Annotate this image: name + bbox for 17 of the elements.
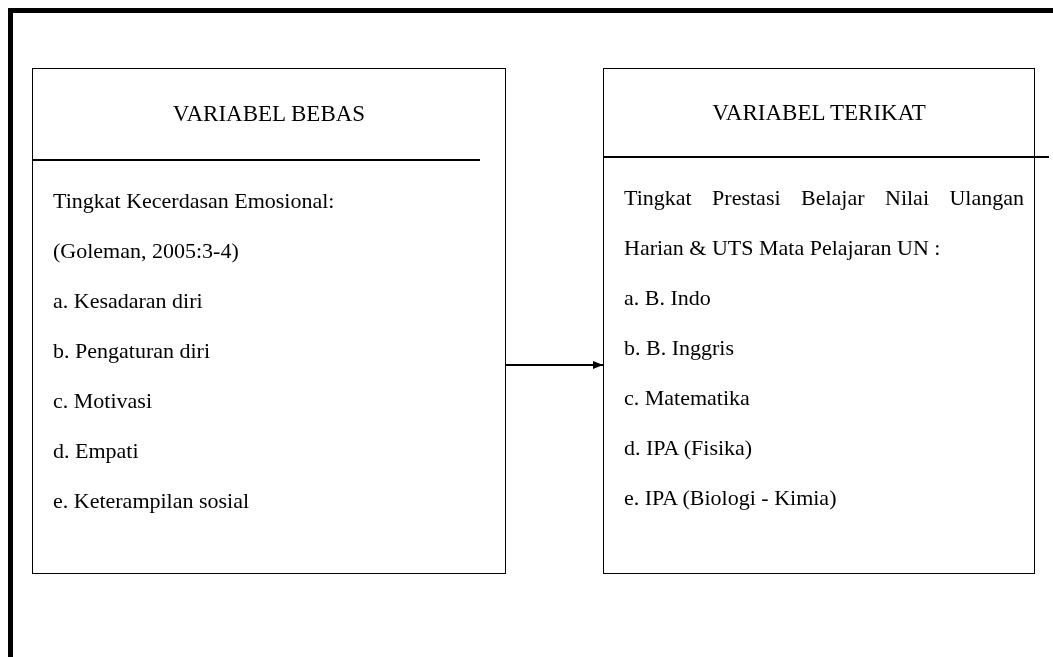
list-item: a. B. Indo bbox=[624, 284, 712, 312]
list-item: b. B. Inggris bbox=[624, 334, 735, 362]
list-item: b. Pengaturan diri bbox=[53, 337, 212, 365]
list-item: d. Empati bbox=[53, 437, 140, 465]
list-item: e. IPA (Biologi - Kimia) bbox=[624, 484, 838, 512]
description-text: Tingkat Prestasi Belajar Nilai Ulangan Harian & UTS Mata Pelajaran UN : bbox=[624, 184, 1024, 262]
list-item: d. IPA (Fisika) bbox=[624, 434, 754, 462]
description-text: Tingkat Kecerdasan Emosional: bbox=[53, 187, 336, 215]
list-item: c. Matematika bbox=[624, 384, 751, 412]
box-heading: VARIABEL BEBAS bbox=[172, 101, 366, 127]
list-item: e. Keterampilan sosial bbox=[53, 487, 251, 515]
list-item: a. Kesadaran diri bbox=[53, 287, 204, 315]
description-text: (Goleman, 2005:3-4) bbox=[53, 237, 240, 265]
arrow bbox=[505, 361, 604, 369]
list-item: c. Motivasi bbox=[53, 387, 153, 415]
box-heading: VARIABEL TERIKAT bbox=[712, 99, 926, 126]
variable-box bbox=[32, 68, 506, 574]
